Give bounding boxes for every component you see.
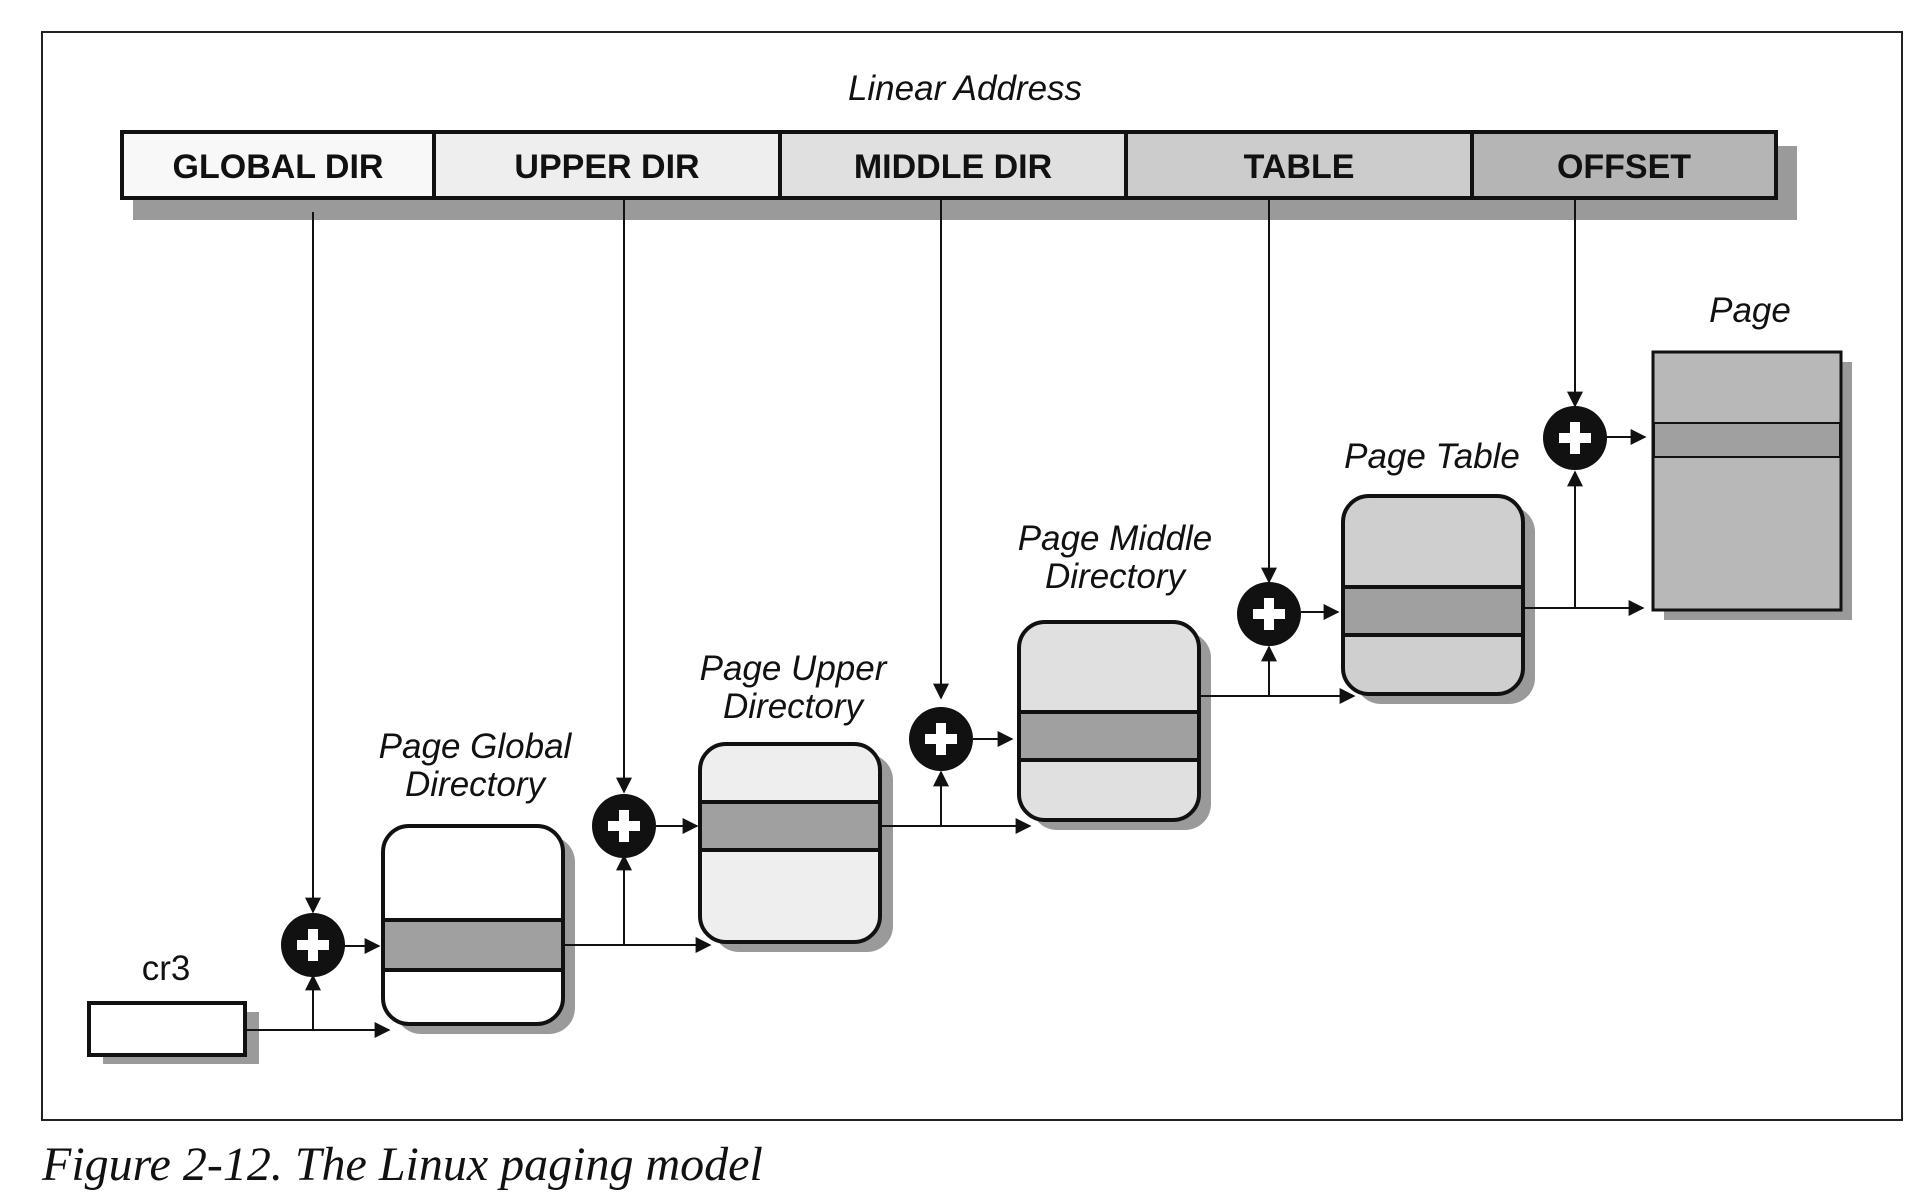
page-label: Page [1709,291,1791,330]
cr3-label: cr3 [142,949,191,988]
page: Page [1651,291,1852,620]
figure-caption: Figure 2-12. The Linux paging model [41,1138,763,1191]
pgd-entry [385,922,561,968]
field-middle-dir-label: MIDDLE DIR [854,148,1052,186]
field-global-dir: GLOBAL DIR [120,130,436,200]
field-upper-dir: UPPER DIR [432,130,782,200]
page-middle-directory: Page Middle Directory [1017,519,1213,830]
pmd-label-line1: Page Middle [1018,519,1213,558]
field-table-box [1124,130,1474,200]
pud-label-line1: Page Upper [700,649,888,688]
pgd-label-line1: Page Global [379,727,573,766]
connectors [247,198,1647,1038]
field-offset: OFFSET [1470,130,1778,200]
page-table: Page Table [1341,437,1535,704]
adder-2-plus-v [619,810,629,842]
field-table: TABLE [1124,130,1474,200]
pgd-label-line2: Directory [405,765,548,804]
adder-5 [1543,406,1607,470]
pmd-label-line2: Directory [1045,557,1188,596]
adder-5-plus-v [1570,422,1580,454]
field-upper-dir-label: UPPER DIR [514,148,699,186]
adder-1 [281,913,345,977]
adder-4 [1237,582,1301,646]
field-upper-dir-box [432,130,782,200]
adder-3-plus-v [936,723,946,755]
field-global-dir-box [120,130,436,200]
adder-1-plus-v [308,929,318,961]
cr3-register [87,1001,247,1057]
pud-entry [702,803,878,849]
adder-3 [909,707,973,771]
page-global-directory: Page Global Directory [379,727,575,1034]
page-box [1651,350,1843,612]
page-entry [1653,422,1841,458]
pt-entry [1345,588,1521,634]
linear-address-label: Linear Address [848,69,1082,108]
pud-label-line2: Directory [723,687,866,726]
field-middle-dir: MIDDLE DIR [778,130,1128,200]
page-upper-directory: Page Upper Directory [698,649,893,952]
address-fields: GLOBAL DIR UPPER DIR MIDDLE DIR TABLE OF… [120,130,1778,200]
field-offset-box [1470,130,1778,200]
adder-2 [592,794,656,858]
field-table-label: TABLE [1244,148,1355,186]
pt-label-line1: Page Table [1344,437,1520,476]
adders [281,406,1607,977]
field-global-dir-label: GLOBAL DIR [173,148,384,186]
figure-frame [41,31,1903,1121]
field-offset-label: OFFSET [1557,148,1691,186]
pmd-entry [1021,713,1197,759]
adder-4-plus-v [1264,598,1274,630]
